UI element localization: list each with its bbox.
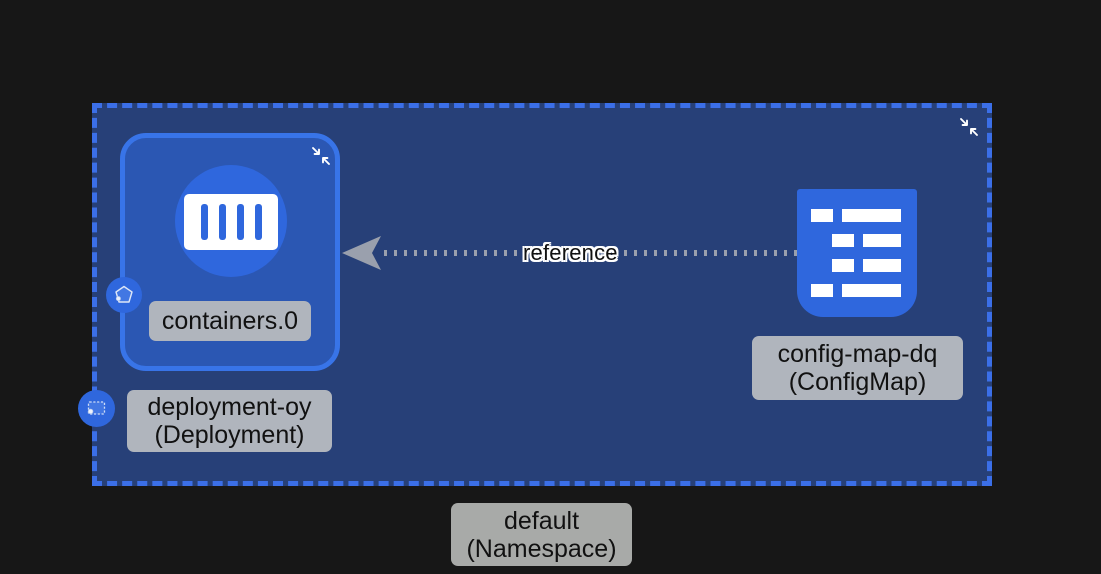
label-config-map-dq[interactable]: config-map-dq (ConfigMap) <box>752 336 963 400</box>
config-map-key-tick <box>811 209 833 222</box>
config-map-icon[interactable] <box>797 189 917 317</box>
config-map-row-2 <box>811 234 903 247</box>
collapse-arrows-icon <box>960 118 978 136</box>
label-namespace-default[interactable]: default (Namespace) <box>451 503 632 566</box>
collapse-arrows-icon <box>312 147 330 165</box>
reference-edge-label: reference <box>523 240 618 265</box>
pod-bar-1 <box>200 204 208 240</box>
deployment-badge-icon[interactable] <box>78 390 115 427</box>
config-map-key-tick <box>832 234 854 247</box>
config-map-key-tick <box>811 284 833 297</box>
label-containers-0[interactable]: containers.0 <box>149 301 311 341</box>
container-badge-icon[interactable] <box>106 277 142 313</box>
config-map-value-line <box>863 259 901 272</box>
container-glyph <box>115 285 133 303</box>
config-map-value-line <box>842 209 901 222</box>
collapse-icon-deployment[interactable] <box>310 145 332 167</box>
config-map-key-tick <box>832 259 854 272</box>
collapse-icon-namespace[interactable] <box>958 116 980 138</box>
pod-bar-4 <box>254 204 262 240</box>
label-deployment-oy[interactable]: deployment-oy (Deployment) <box>127 390 332 452</box>
config-map-row-1 <box>811 209 903 222</box>
pod-bar-2 <box>218 204 226 240</box>
deployment-glyph <box>87 401 106 415</box>
pod-container-icon <box>184 194 278 250</box>
config-map-value-line <box>842 284 901 297</box>
config-map-row-4 <box>811 284 903 297</box>
config-map-row-3 <box>811 259 903 272</box>
pod-bar-3 <box>236 204 244 240</box>
config-map-value-line <box>863 234 901 247</box>
